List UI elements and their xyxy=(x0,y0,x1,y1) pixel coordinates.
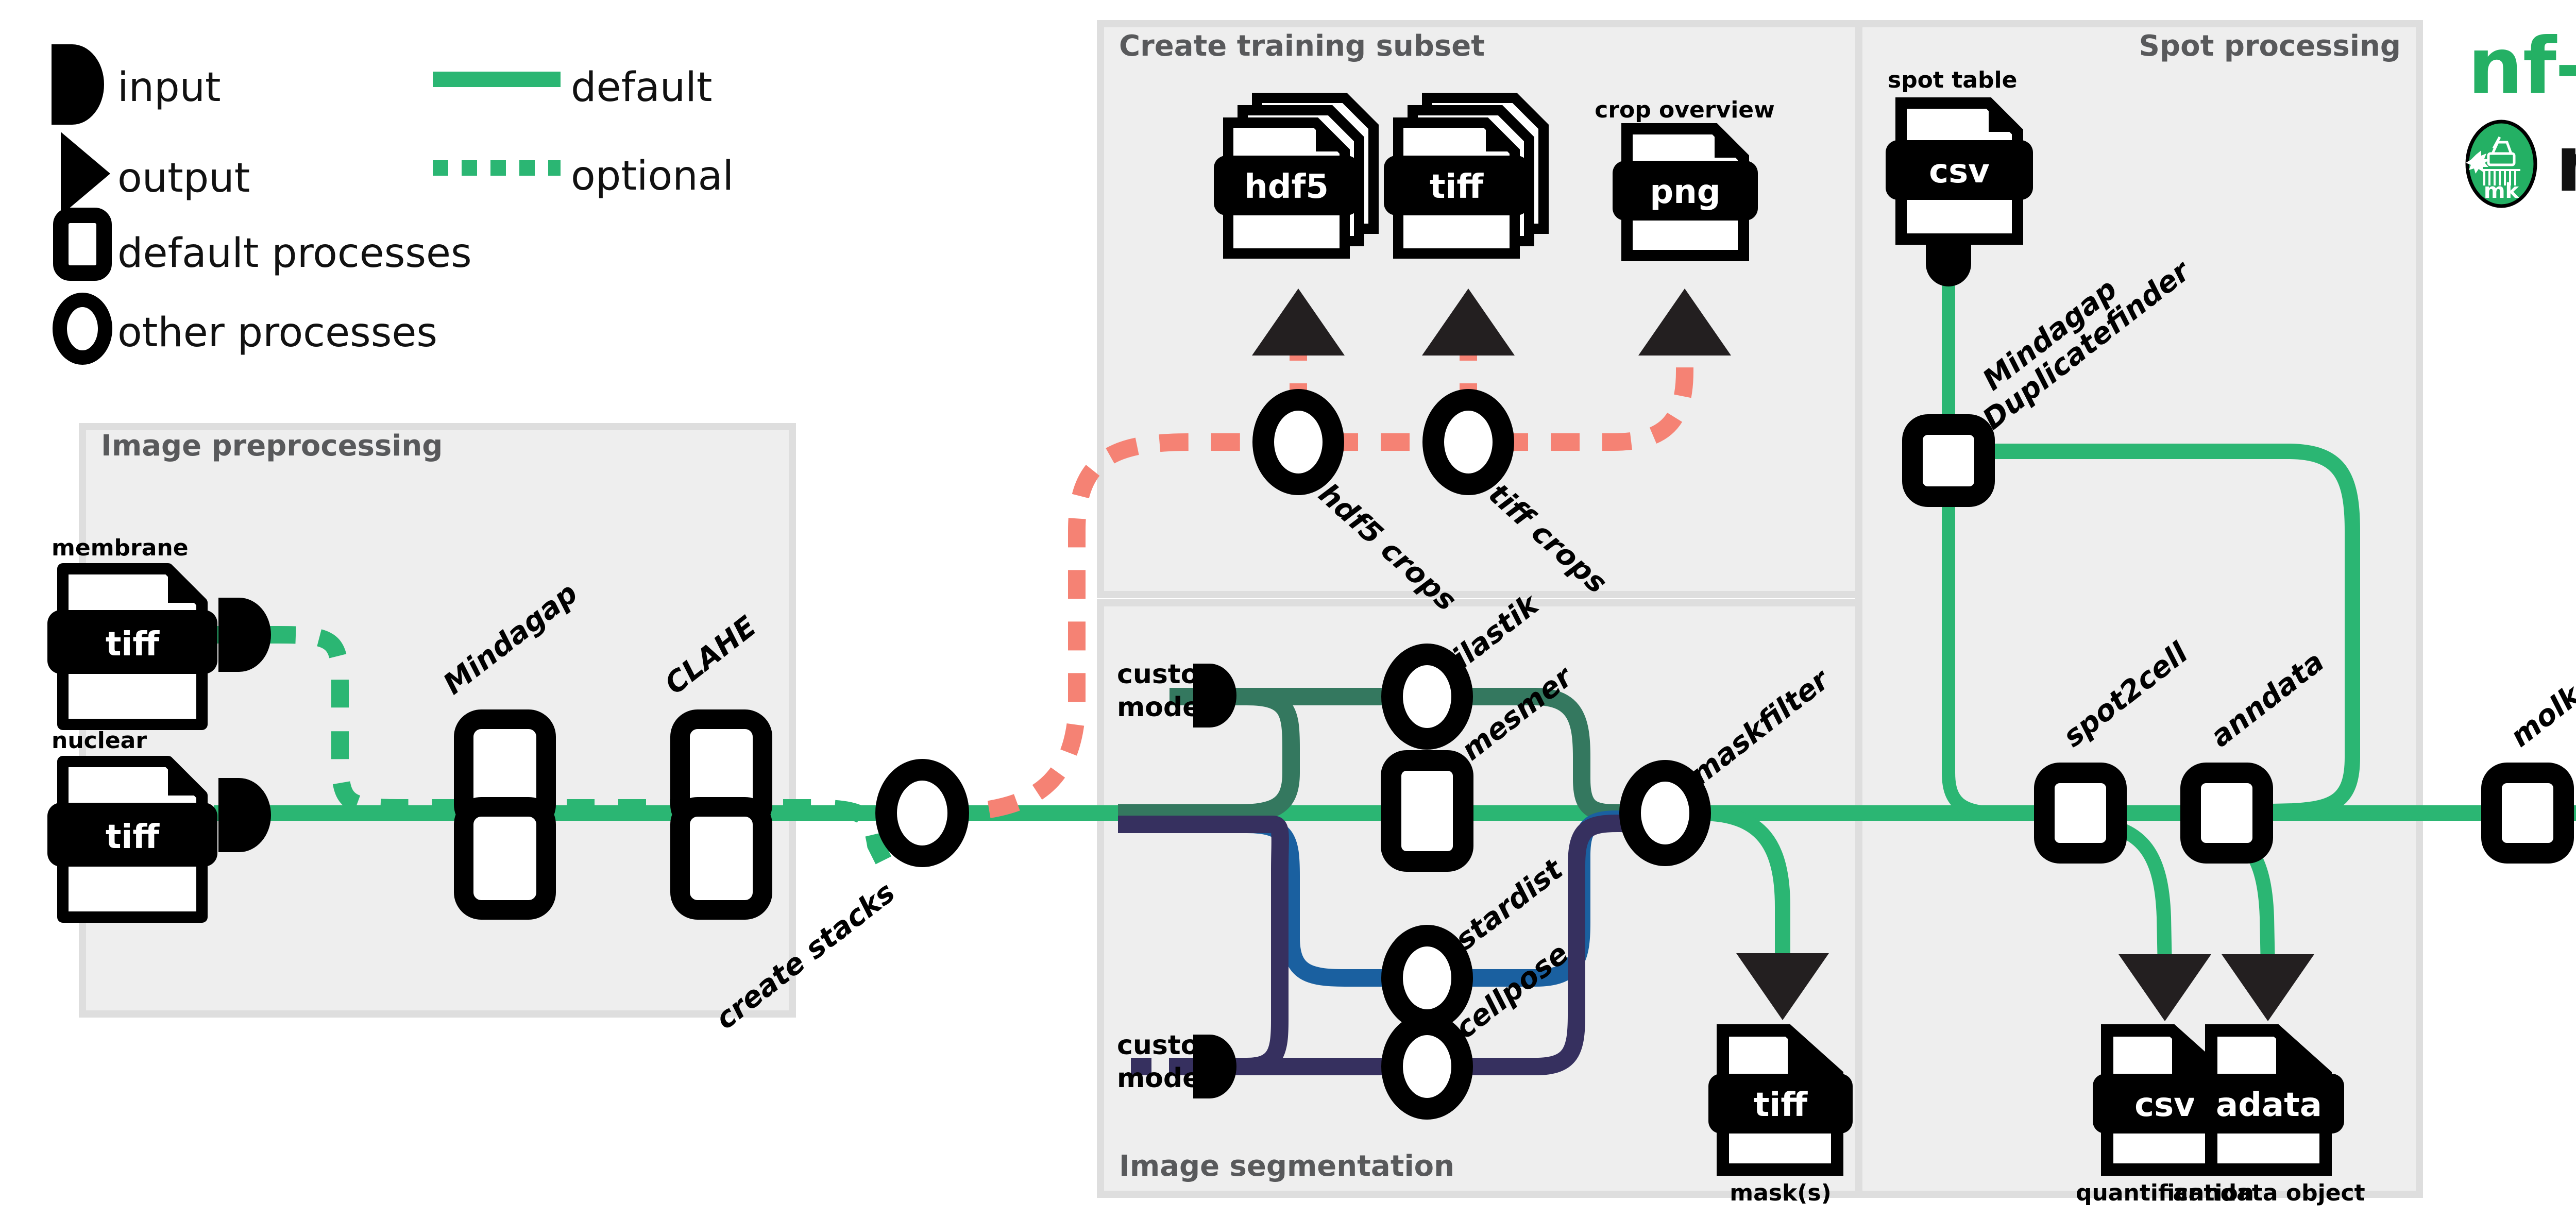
input-half-disc-icon xyxy=(1193,664,1236,728)
custom-model-label-line2: model xyxy=(1117,692,1210,723)
output-file-crop-overview[interactable]: crop overview png xyxy=(1595,97,1775,261)
legend-label-default-edge: default xyxy=(571,64,712,111)
logo-text-nf: nf-core/ xyxy=(2468,22,2576,111)
legend-item-input: input xyxy=(52,44,221,125)
output-file-hdf5-crops[interactable]: hdf5 xyxy=(1214,93,1379,259)
logo-mk-label: mk xyxy=(2484,179,2520,203)
input-file-membrane[interactable]: membrane tiff xyxy=(47,535,271,730)
output-file-anndata-object[interactable]: adata anndata object xyxy=(2173,1024,2365,1206)
legend-item-other-processes: other processes xyxy=(53,293,437,365)
output-triangle-icon xyxy=(61,132,110,215)
output-label-anndata-object: anndata object xyxy=(2173,1180,2365,1206)
custom-model-label-line2: model xyxy=(1117,1063,1210,1094)
input-label-membrane: membrane xyxy=(52,535,189,561)
panel-title-spot-processing: Spot processing xyxy=(2139,29,2401,63)
process-label-molkartqc: molkartqc xyxy=(2504,627,2576,754)
output-file-tiff-crops[interactable]: tiff xyxy=(1384,93,1549,259)
edge-spottable-to-duplicatefinder xyxy=(1942,284,2360,821)
legend-label-default-processes: default processes xyxy=(117,230,472,277)
file-icon-tiff: tiff xyxy=(47,756,217,923)
panel-title-image-segmentation: Image segmentation xyxy=(1119,1149,1454,1183)
logo-text-molkart: molkart xyxy=(2555,120,2576,209)
file-ext-label: csv xyxy=(1929,153,1990,191)
input-file-spot-table[interactable]: spot table csv xyxy=(1886,67,2033,286)
input-half-disc-icon xyxy=(1193,1035,1236,1098)
logo-mk-badge: mk xyxy=(2465,120,2537,208)
legend-item-default-edge: default xyxy=(433,64,712,111)
edge-cellpose-branch xyxy=(1118,815,1649,1075)
input-label-spot-table: spot table xyxy=(1888,67,2017,93)
process-molkartqc[interactable]: molkartqc xyxy=(2481,627,2576,864)
input-label-nuclear: nuclear xyxy=(52,728,147,754)
output-label-quantification: quantification xyxy=(2076,1180,2254,1206)
file-ext-label: png xyxy=(1650,173,1720,211)
legend-item-optional-edge: optional xyxy=(433,153,734,199)
legend-label-input: input xyxy=(117,64,221,111)
legend-item-default-processes: default processes xyxy=(53,208,472,281)
file-ext-label: adata xyxy=(2216,1086,2322,1124)
legend-label-other-processes: other processes xyxy=(117,310,437,356)
input-half-disc-icon xyxy=(218,778,271,852)
file-ext-label: tiff xyxy=(1430,168,1484,206)
input-file-nuclear[interactable]: nuclear tiff xyxy=(47,728,271,923)
output-label-crop-overview: crop overview xyxy=(1595,97,1775,123)
output-file-masks[interactable]: tiff mask(s) xyxy=(1708,1024,1853,1206)
legend-label-output: output xyxy=(117,155,250,201)
input-half-disc-icon xyxy=(52,44,104,125)
legend: input output default processes other pro… xyxy=(52,44,734,365)
legend-item-output: output xyxy=(61,132,250,215)
input-half-disc-icon xyxy=(1926,243,1971,286)
logo-nf-core-molkart[interactable]: nf-core/ molkart mk xyxy=(2465,8,2576,209)
input-half-disc-icon xyxy=(218,598,271,672)
legend-label-optional-edge: optional xyxy=(571,153,734,199)
panel-title-image-preprocessing: Image preprocessing xyxy=(101,429,443,463)
file-icon-tiff: tiff xyxy=(47,563,217,730)
logo-nf-tspan: nf- xyxy=(2468,22,2576,111)
file-ext-label: tiff xyxy=(106,625,160,664)
file-ext-label: csv xyxy=(2134,1086,2195,1124)
input-custom-model-cellpose[interactable]: custom model xyxy=(1117,1030,1236,1098)
output-label-masks: mask(s) xyxy=(1730,1180,1831,1206)
arrowheads-crop-outputs xyxy=(1252,289,1731,356)
file-ext-label: tiff xyxy=(1754,1086,1808,1124)
edge-maskfilter-to-masks xyxy=(1700,805,1829,1020)
file-ext-label: hdf5 xyxy=(1244,168,1329,206)
file-ext-label: tiff xyxy=(106,818,160,856)
panel-title-create-training-subset: Create training subset xyxy=(1119,29,1485,63)
input-custom-model-ilastik[interactable]: custom model xyxy=(1117,659,1236,728)
